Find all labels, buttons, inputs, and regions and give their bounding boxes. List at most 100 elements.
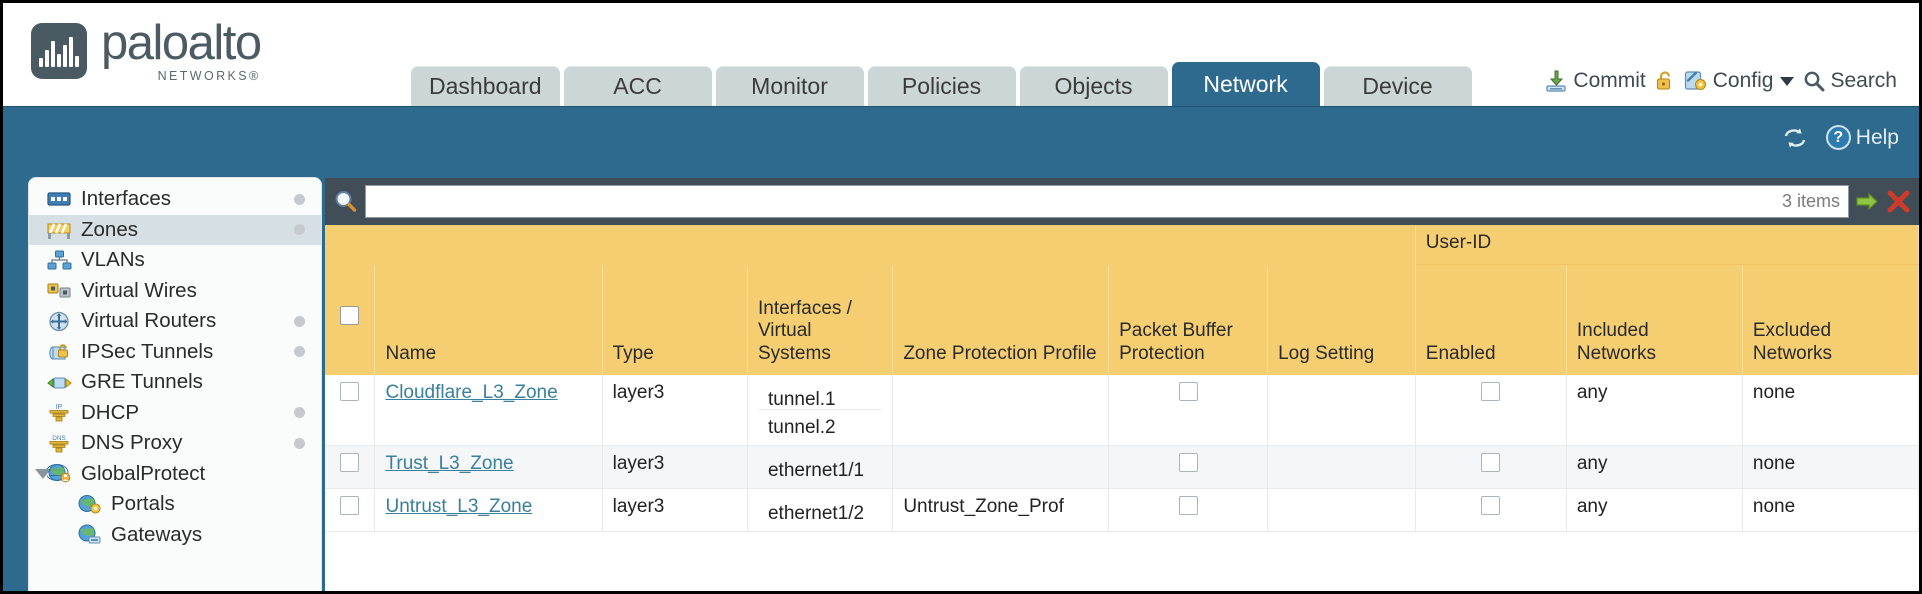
search-icon[interactable]: [333, 189, 359, 215]
column-header-enabled[interactable]: Enabled: [1415, 264, 1567, 375]
brand-name: paloalto: [101, 16, 262, 70]
tab-objects[interactable]: Objects: [1019, 66, 1168, 106]
zone-name-link[interactable]: Trust_L3_Zone: [385, 452, 514, 474]
included-networks-cell: any: [1566, 488, 1743, 532]
sidebar-item-label: Virtual Wires: [81, 278, 197, 302]
sidebar-item-label: Virtual Routers: [81, 309, 217, 333]
column-header-zone-protection-profile[interactable]: Zone Protection Profile: [892, 264, 1110, 375]
content-panel: 3 items: [325, 178, 1919, 591]
svg-text:IP: IP: [56, 404, 63, 411]
sidebar-item-virtual-wires[interactable]: Virtual Wires: [29, 276, 321, 307]
sidebar-item-virtual-routers[interactable]: Virtual Routers: [29, 306, 321, 337]
tab-label: Device: [1362, 72, 1433, 99]
clear-filter-x-icon[interactable]: [1886, 189, 1911, 214]
group-header-spacer: [325, 225, 1416, 265]
tab-dashboard[interactable]: Dashboard: [411, 66, 560, 106]
tab-label: Objects: [1054, 72, 1133, 99]
column-header-excluded-networks[interactable]: Excluded Networks: [1742, 264, 1919, 375]
sidebar-item-label: Gateways: [111, 522, 203, 546]
sidebar-item-globalprotect[interactable]: GlobalProtect: [29, 459, 321, 490]
ipsec-tunnels-icon: [47, 341, 72, 362]
commit-button[interactable]: Commit: [1544, 69, 1646, 93]
column-header-log-setting[interactable]: Log Setting: [1267, 264, 1416, 375]
row-select-checkbox[interactable]: [340, 452, 360, 472]
user-id-group-header: User-ID: [1415, 225, 1919, 266]
config-menu[interactable]: Config: [1684, 69, 1795, 93]
sidebar-item-vlans[interactable]: VLANs: [29, 245, 321, 276]
tab-label: Policies: [901, 72, 982, 99]
tab-monitor[interactable]: Monitor: [715, 66, 864, 106]
tab-acc[interactable]: ACC: [563, 66, 712, 106]
apply-filter-arrow-icon[interactable]: [1855, 189, 1880, 214]
zone-name-link[interactable]: Cloudflare_L3_Zone: [385, 381, 558, 403]
column-header-interfaces-virtual-systems[interactable]: Interfaces / Virtual Systems: [747, 264, 894, 375]
virtual-wires-icon: [47, 280, 72, 301]
interface-entry: tunnel.1: [757, 382, 883, 410]
filter-bar: 3 items: [325, 178, 1919, 225]
virtual-routers-icon: [47, 311, 72, 332]
search-input[interactable]: [374, 191, 1772, 212]
userid-enabled-checkbox[interactable]: [1481, 381, 1501, 401]
tab-label: Dashboard: [429, 72, 542, 99]
refresh-icon[interactable]: [1782, 127, 1808, 149]
packet-buffer-protection-checkbox[interactable]: [1178, 495, 1198, 515]
sub-header-band: ? Help: [3, 106, 1919, 178]
zone-name-link[interactable]: Untrust_L3_Zone: [385, 495, 533, 517]
sidebar-item-label: DHCP: [81, 400, 140, 424]
sidebar-item-label: GlobalProtect: [81, 461, 206, 485]
packet-buffer-protection-checkbox[interactable]: [1178, 452, 1198, 472]
commit-label: Commit: [1573, 69, 1646, 92]
sidebar-item-ipsec-tunnels[interactable]: IPSec Tunnels: [29, 337, 321, 368]
sidebar-item-portals[interactable]: Portals: [29, 489, 321, 520]
tab-device[interactable]: Device: [1323, 66, 1472, 106]
sidebar-item-status-dot: [294, 193, 305, 205]
packet-buffer-protection-checkbox[interactable]: [1178, 381, 1198, 401]
sidebar-item-gre-tunnels[interactable]: GRE Tunnels: [29, 367, 321, 398]
column-header-packet-buffer-protection[interactable]: Packet Buffer Protection: [1108, 264, 1269, 375]
sidebar-item-status-dot: [294, 346, 305, 358]
tab-label: ACC: [613, 72, 662, 99]
userid-enabled-checkbox[interactable]: [1481, 452, 1501, 472]
zone-type-cell: layer3: [602, 488, 748, 532]
interfaces-icon: [47, 189, 72, 210]
sidebar-item-label: DNS Proxy: [81, 431, 183, 455]
column-header-included-networks[interactable]: Included Networks: [1566, 264, 1743, 375]
search-icon: [1803, 70, 1825, 92]
chevron-down-icon: [1780, 76, 1795, 86]
tab-policies[interactable]: Policies: [867, 66, 1016, 106]
search-button[interactable]: Search: [1803, 69, 1897, 93]
tab-network[interactable]: Network: [1171, 62, 1320, 106]
table-group-header-row: User-ID: [325, 225, 1919, 266]
row-select-checkbox[interactable]: [340, 381, 360, 401]
column-header-type[interactable]: Type: [602, 264, 748, 375]
expand-collapse-triangle-icon[interactable]: [35, 468, 51, 479]
zone-type-cell: layer3: [602, 374, 748, 446]
help-button[interactable]: ? Help: [1825, 125, 1899, 150]
row-select-checkbox[interactable]: [340, 495, 360, 515]
select-all-checkbox[interactable]: [340, 305, 360, 325]
sidebar-item-zones[interactable]: Zones: [29, 214, 321, 245]
sidebar-item-interfaces[interactable]: Interfaces: [29, 184, 321, 215]
column-header-name[interactable]: Name: [374, 264, 603, 375]
sidebar-item-dhcp[interactable]: IP DHCP: [29, 398, 321, 429]
search-field-wrap[interactable]: 3 items: [365, 185, 1849, 218]
tab-label: Monitor: [751, 72, 828, 99]
zone-type-cell: layer3: [602, 445, 748, 489]
sidebar-item-status-dot: [294, 315, 305, 327]
userid-enabled-checkbox[interactable]: [1481, 495, 1501, 515]
unlocked-padlock-icon[interactable]: [1655, 70, 1675, 92]
sidebar-item-gateways[interactable]: Gateways: [29, 520, 321, 551]
search-label: Search: [1830, 69, 1897, 92]
top-right-actions: Commit Config: [1544, 69, 1897, 93]
tab-label: Network: [1203, 70, 1288, 97]
